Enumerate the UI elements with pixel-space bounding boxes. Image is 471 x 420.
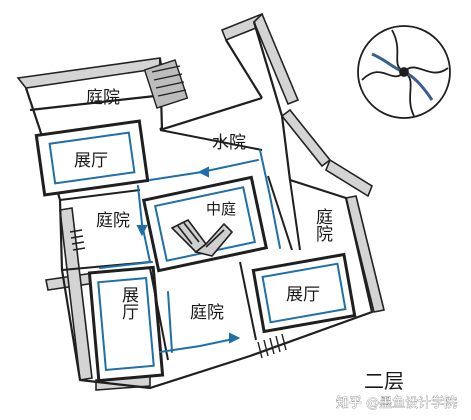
label-courtyard-top: 庭院 — [86, 88, 120, 108]
outer-walls — [16, 12, 385, 391]
hall-upper-left — [34, 119, 150, 197]
circulation-route — [99, 149, 281, 353]
floor-label: 二层 — [364, 369, 404, 393]
compass-icon — [357, 25, 451, 119]
watermark: 知乎 @墨鱼设计学院 — [336, 395, 458, 412]
hall-lower-right — [251, 252, 357, 334]
label-central-court: 中庭 — [206, 200, 236, 218]
hall-lower-left — [87, 265, 165, 383]
label-water-court: 水院 — [212, 133, 246, 153]
label-hall-upper-left: 展厅 — [74, 151, 108, 171]
label-hall-lower-right: 展厅 — [286, 285, 320, 305]
room-labels: 庭院 展厅 水院 庭院 中庭 庭院 展厅 庭院 展厅 — [74, 88, 333, 323]
central-stair — [170, 218, 234, 257]
left-stair — [69, 229, 86, 251]
label-courtyard-left: 庭院 — [96, 211, 130, 231]
label-hall-lower-left: 展厅 — [118, 286, 139, 320]
watermark-text: 知乎 @墨鱼设计学院 — [336, 395, 457, 411]
central-court — [141, 175, 269, 273]
top-staircase — [143, 59, 189, 109]
label-courtyard-right: 庭院 — [312, 208, 333, 242]
label-courtyard-bottom: 庭院 — [190, 303, 224, 323]
bottom-stair — [257, 333, 287, 359]
